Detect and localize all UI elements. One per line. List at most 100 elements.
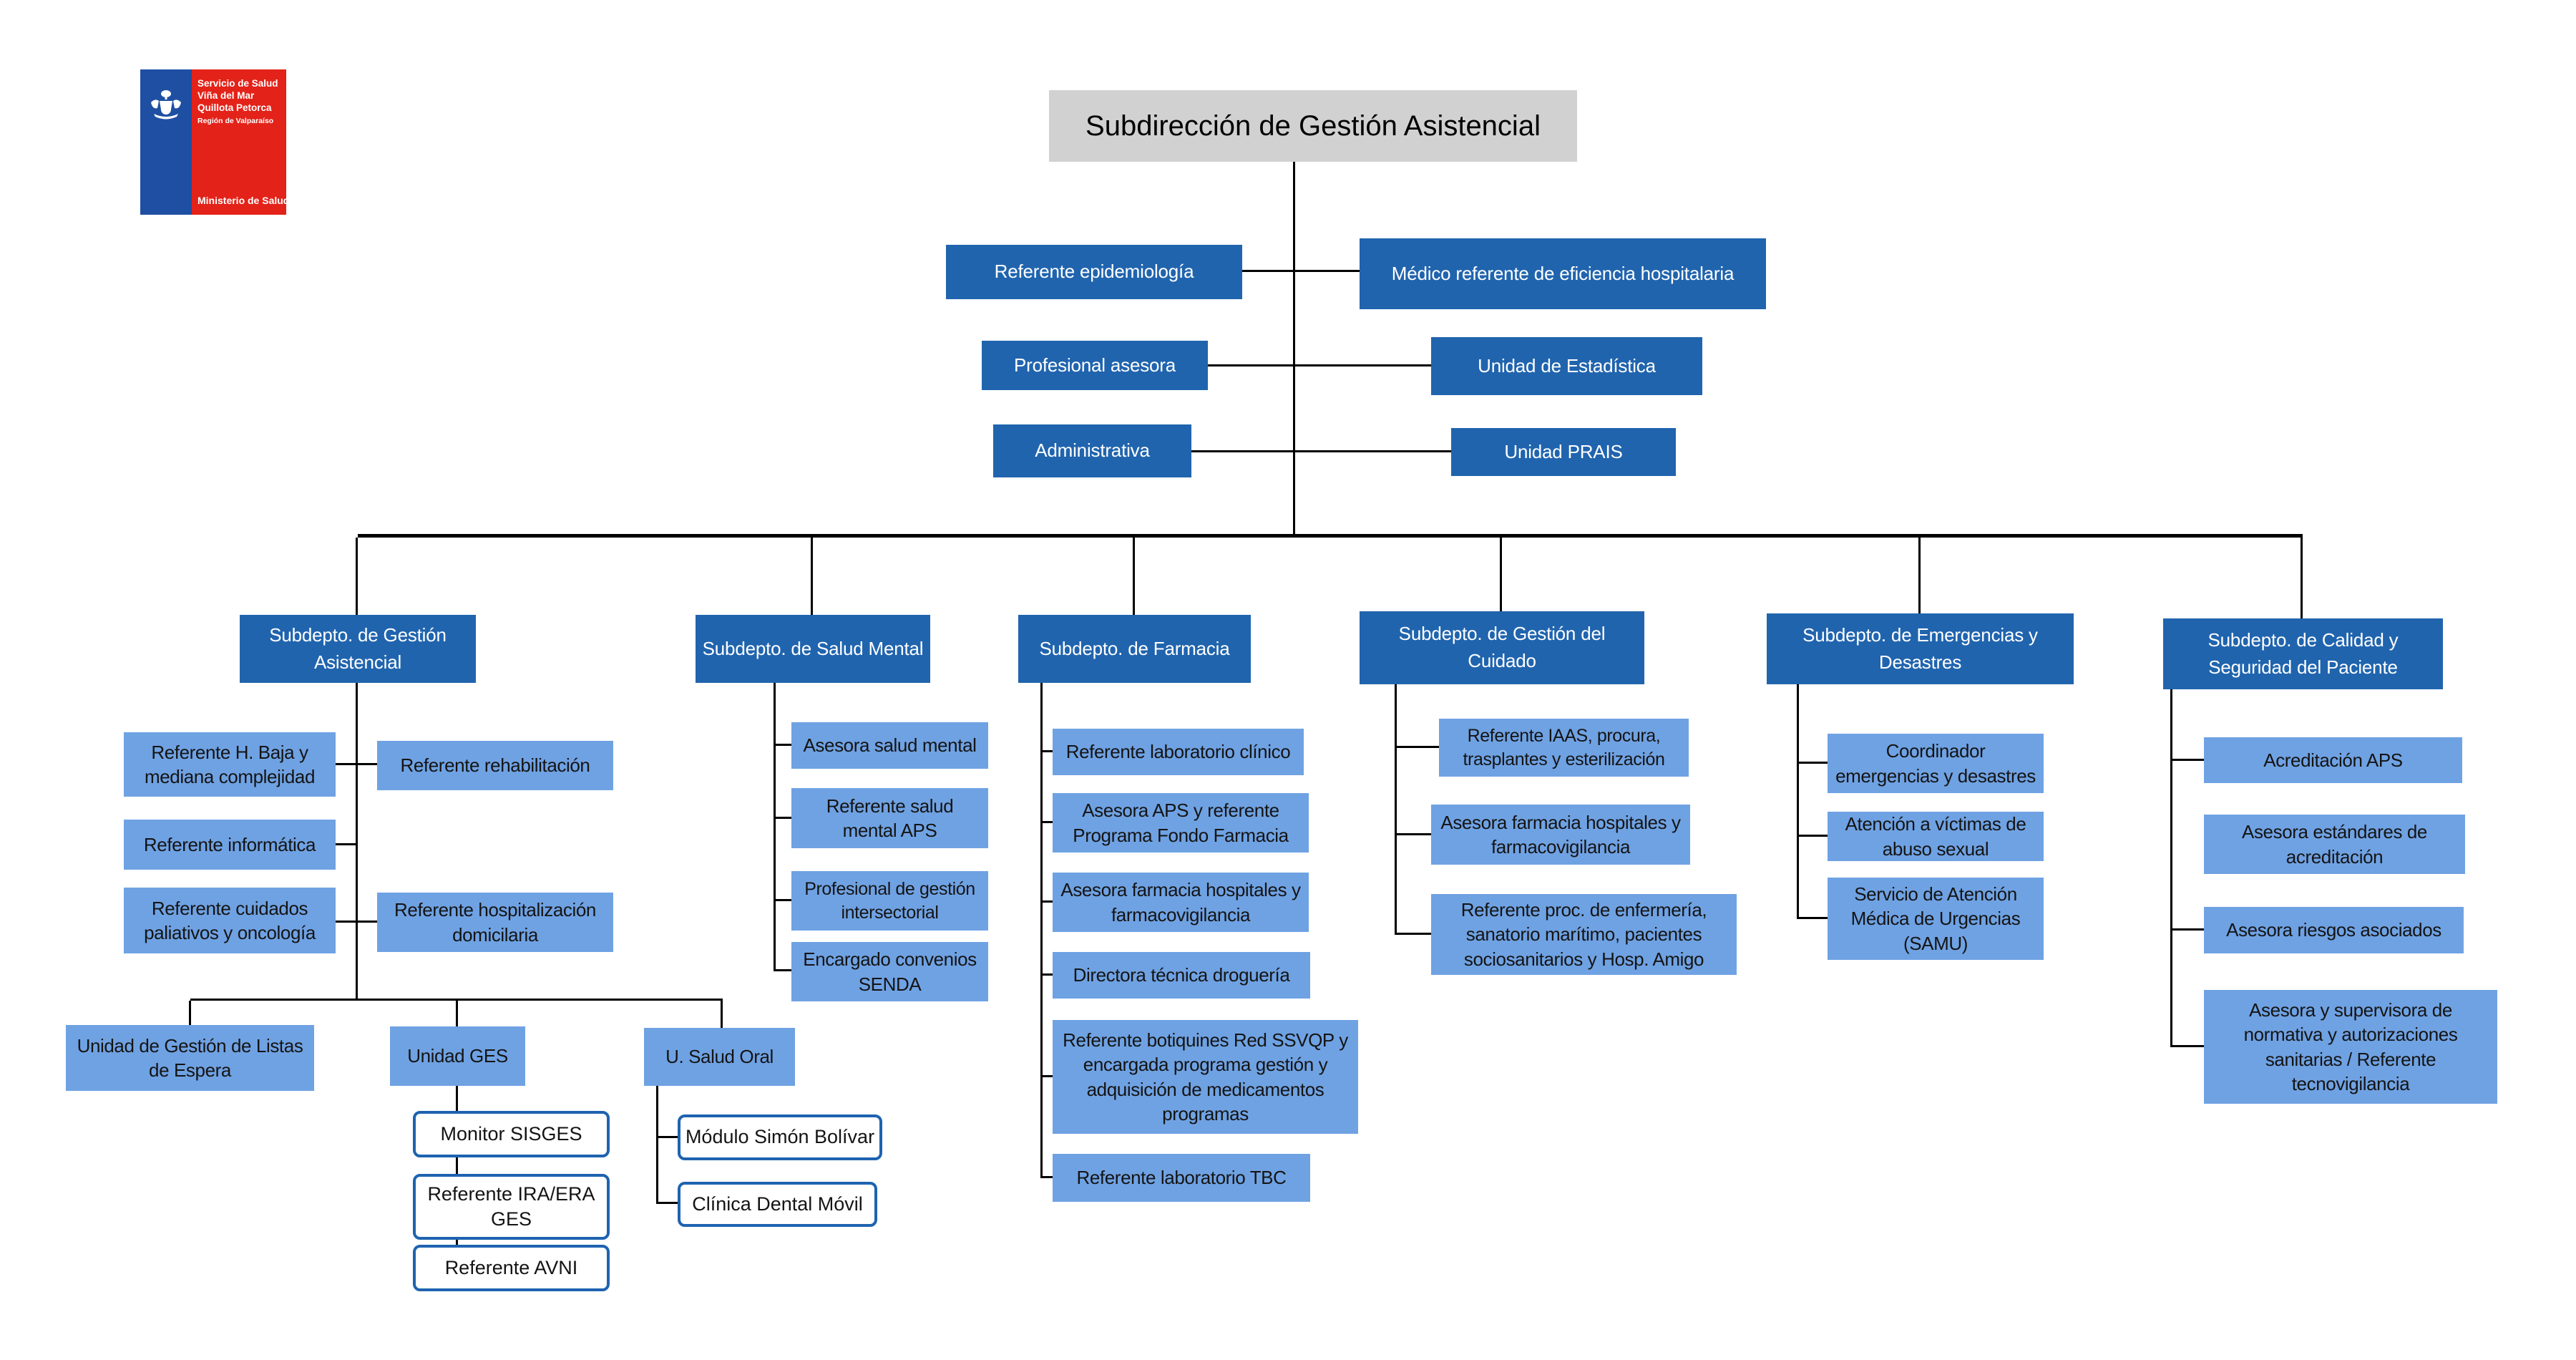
dept-emergencias-desastres: Subdepto. de Emergencias y Desastres (1767, 613, 2074, 684)
node-medico-eficiencia-hospitalaria: Médico referente de eficiencia hospitala… (1360, 238, 1766, 309)
dept-gestion-del-cuidado: Subdepto. de Gestión del Cuidado (1360, 611, 1644, 684)
connector-line (721, 1001, 723, 1028)
connector-line (456, 1001, 458, 1026)
logo-service-line2: Viña del Mar (197, 89, 255, 101)
connector-line (189, 1001, 191, 1025)
connector-line (1208, 364, 1431, 366)
connector-line (358, 534, 2303, 538)
logo-ministry-line: Ministerio de Salud (197, 195, 290, 206)
node-estandares-acreditacion: Asesora estándares de acreditación (2204, 815, 2465, 874)
connector-line (1242, 270, 1360, 272)
node-clinica-dental-movil: Clínica Dental Móvil (678, 1182, 877, 1227)
connector-line (1797, 835, 1828, 837)
connector-line (1797, 917, 1828, 919)
node-asesora-salud-mental: Asesora salud mental (791, 722, 988, 769)
node-iaas-procura-trasplantes: Referente IAAS, procura, trasplantes y e… (1439, 719, 1689, 777)
connector-line (336, 921, 377, 923)
connector-line (774, 817, 791, 819)
node-gestion-intersectorial: Profesional de gestión intersectorial (791, 871, 988, 931)
node-acreditacion-aps: Acreditación APS (2204, 737, 2462, 783)
node-proc-enfermeria-sanatorio: Referente proc. de enfermería, sanatorio… (1431, 894, 1737, 975)
node-atencion-victimas-abuso: Atención a víctimas de abuso sexual (1828, 812, 2044, 861)
connector-line (1040, 1176, 1053, 1178)
dept-farmacia: Subdepto. de Farmacia (1018, 615, 1251, 683)
logo-red-panel: Servicio de Salud Viña del Mar Quillota … (192, 69, 290, 215)
connector-line (2170, 1045, 2204, 1047)
connector-line (336, 843, 358, 845)
connector-line (1040, 1075, 1053, 1077)
node-modulo-simon-bolivar: Módulo Simón Bolívar (678, 1114, 882, 1160)
node-asesora-aps-fondo-farmacia: Asesora APS y referente Programa Fondo F… (1053, 793, 1309, 853)
node-referente-rehabilitacion: Referente rehabilitación (377, 741, 613, 790)
node-monitor-sisges: Monitor SISGES (413, 1111, 610, 1157)
connector-line (774, 899, 791, 901)
node-referente-h-baja-mediana: Referente H. Baja y mediana complejidad (124, 732, 336, 797)
dept-salud-mental: Subdepto. de Salud Mental (696, 615, 930, 683)
node-profesional-asesora: Profesional asesora (982, 341, 1208, 390)
dept-gestion-asistencial: Subdepto. de Gestión Asistencial (240, 615, 476, 683)
connector-line (1500, 538, 1502, 611)
ministry-logo: Servicio de Salud Viña del Mar Quillota … (140, 69, 290, 215)
node-laboratorio-tbc: Referente laboratorio TBC (1053, 1154, 1310, 1202)
connector-line (1040, 900, 1053, 903)
logo-blue-panel (140, 69, 192, 215)
connector-line (1191, 450, 1451, 452)
connector-line (2301, 538, 2303, 618)
connector-line (1918, 538, 1921, 613)
connector-line (1133, 538, 1135, 615)
connector-line (811, 538, 813, 615)
connector-line (1395, 933, 1431, 935)
connector-line (2170, 689, 2172, 1046)
unit-salud-oral: U. Salud Oral (644, 1028, 795, 1086)
connector-line (1040, 683, 1043, 1177)
node-botiquines-red-ssvqp: Referente botiquines Red SSVQP y encarga… (1053, 1020, 1358, 1134)
connector-line (774, 744, 791, 746)
connector-line (656, 1202, 678, 1204)
node-referente-ira-era-ges: Referente IRA/ERA GES (413, 1174, 610, 1240)
connector-line (2170, 759, 2204, 761)
node-convenios-senda: Encargado convenios SENDA (791, 942, 988, 1001)
connector-line (356, 538, 358, 615)
connector-line (656, 1136, 678, 1138)
node-unidad-prais: Unidad PRAIS (1451, 428, 1676, 476)
node-unidad-estadistica: Unidad de Estadística (1431, 337, 1702, 395)
connector-line (1040, 750, 1053, 752)
node-normativa-autorizaciones-tecnovigilancia: Asesora y supervisora de normativa y aut… (2204, 990, 2497, 1104)
root-title-box: Subdirección de Gestión Asistencial (1049, 90, 1577, 162)
connector-line (356, 683, 358, 1000)
node-referente-informatica: Referente informática (124, 820, 336, 870)
node-cuidados-paliativos-oncologia: Referente cuidados paliativos y oncologí… (124, 888, 336, 953)
node-referente-epidemiologia: Referente epidemiología (946, 245, 1242, 299)
connector-line (1293, 162, 1295, 535)
node-referente-salud-mental-aps: Referente salud mental APS (791, 788, 988, 848)
connector-line (1040, 973, 1053, 976)
connector-line (190, 999, 723, 1001)
node-directora-tecnica-drogueria: Directora técnica droguería (1053, 952, 1310, 999)
connector-line (1395, 833, 1431, 835)
logo-region-line: Región de Valparaíso (197, 116, 274, 125)
logo-service-line1: Servicio de Salud (197, 78, 278, 89)
node-farmacia-hospitales-farmacovigilancia: Asesora farmacia hospitales y farmacovig… (1053, 873, 1309, 932)
connector-line (1797, 762, 1828, 764)
connector-line (2170, 928, 2204, 931)
node-administrativa: Administrativa (993, 424, 1191, 477)
connector-line (1040, 821, 1053, 823)
node-samu: Servicio de Atención Médica de Urgencias… (1828, 878, 2044, 960)
chile-coat-of-arms-icon (151, 90, 181, 120)
node-hospitalizacion-domiciliaria: Referente hospitalización domicilaria (377, 893, 613, 952)
connector-line (1797, 684, 1799, 918)
connector-line (656, 1086, 658, 1204)
unit-listas-de-espera: Unidad de Gestión de Listas de Espera (66, 1025, 314, 1091)
connector-line (1395, 746, 1439, 748)
node-referente-avni: Referente AVNI (413, 1245, 610, 1291)
node-coordinador-emergencias: Coordinador emergencias y desastres (1828, 734, 2044, 793)
logo-service-line3: Quillota Petorca (197, 102, 272, 113)
connector-line (1395, 684, 1397, 934)
connector-line (774, 969, 791, 971)
node-farmacia-hospitales-farmacovigilancia-2: Asesora farmacia hospitales y farmacovig… (1431, 805, 1690, 865)
node-laboratorio-clinico: Referente laboratorio clínico (1053, 729, 1304, 775)
node-riesgos-asociados: Asesora riesgos asociados (2204, 907, 2464, 953)
dept-calidad-seguridad-paciente: Subdepto. de Calidad y Seguridad del Pac… (2163, 618, 2443, 689)
connector-line (774, 683, 776, 971)
